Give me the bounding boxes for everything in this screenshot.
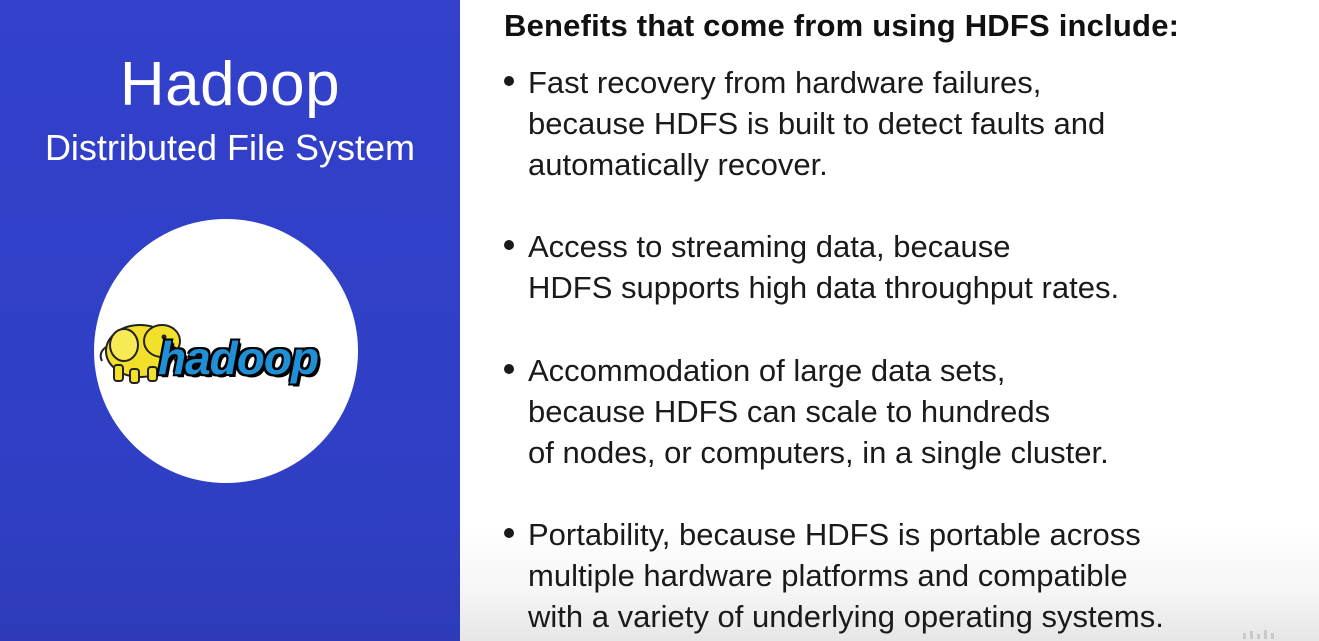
text-line: Accommodation of large data sets, xyxy=(528,353,1006,388)
list-item-text: Portability, because HDFS is portable ac… xyxy=(528,514,1308,637)
list-item-text: Fast recovery from hardware failures, be… xyxy=(528,62,1308,185)
corner-watermark-icon xyxy=(1243,630,1274,639)
text-line: because HDFS is built to detect faults a… xyxy=(528,106,1106,141)
text-line: Fast recovery from hardware failures, xyxy=(528,65,1042,100)
benefits-heading: Benefits that come from using HDFS inclu… xyxy=(504,8,1180,43)
text-line: multiple hardware platforms and compatib… xyxy=(528,558,1128,593)
bullet-dot-icon xyxy=(504,528,514,538)
bullet-dot-icon xyxy=(504,240,514,250)
text-line: because HDFS can scale to hundreds xyxy=(528,394,1051,429)
text-line: Access to streaming data, because xyxy=(528,229,1011,264)
list-item-text: Accommodation of large data sets, becaus… xyxy=(528,350,1308,473)
list-item-text: Access to streaming data, because HDFS s… xyxy=(528,226,1308,308)
text-line: automatically recover. xyxy=(528,147,828,182)
left-panel: Hadoop Distributed File System hadoop xyxy=(0,0,460,641)
text-line: with a variety of underlying operating s… xyxy=(528,599,1164,634)
hadoop-logo: hadoop xyxy=(94,219,358,483)
text-line: HDFS supports high data throughput rates… xyxy=(528,270,1120,305)
page-title: Hadoop xyxy=(119,50,341,119)
page-subtitle: Distributed File System xyxy=(44,127,416,168)
text-line: Portability, because HDFS is portable ac… xyxy=(528,517,1141,552)
text-line: of nodes, or computers, in a single clus… xyxy=(528,435,1109,470)
bullet-dot-icon xyxy=(504,364,514,374)
bullet-dot-icon xyxy=(504,76,514,86)
hadoop-elephant-icon xyxy=(99,324,184,384)
right-panel xyxy=(460,0,1319,641)
hadoop-logo-text: hadoop xyxy=(158,332,319,384)
